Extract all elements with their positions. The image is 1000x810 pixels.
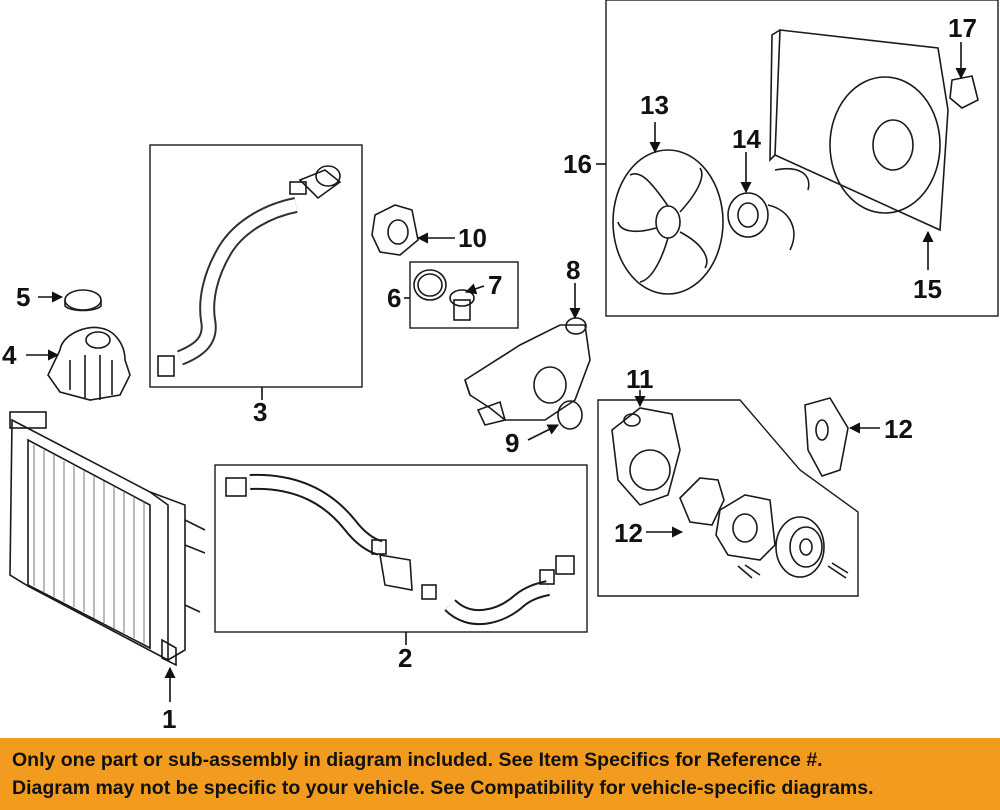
callout-12a: 12 [614,518,643,548]
fan-motor [727,168,810,251]
callout-5: 5 [16,282,30,312]
callout-1: 1 [162,704,176,734]
water-pump-housing [611,407,681,506]
water-pump [715,494,776,561]
lower-radiator-hose [225,473,575,626]
callout-11: 11 [626,364,654,394]
thermostat-housing [464,317,591,426]
reservoir-cap [64,289,102,312]
water-pump-gasket-lower [679,477,725,526]
callout-12b: 12 [884,414,913,444]
callout-3: 3 [253,397,267,427]
fan-assembly-group-box [605,0,999,317]
callout-10: 10 [458,223,487,253]
pump-bolt [737,564,761,579]
thermostat-group-box [409,261,519,329]
upper-hose-group-box [149,144,363,388]
water-pump-group-box [597,399,859,597]
leader-9 [527,424,560,441]
callout-4: 4 [2,340,17,370]
callout-15: 15 [913,274,942,304]
leader-7 [464,283,485,295]
callout-7: 7 [488,270,502,300]
thermostat-housing-cover [371,204,419,256]
radiator [9,411,206,667]
upper-radiator-hose [157,165,342,377]
pulley-bolt [827,562,849,579]
callout-8: 8 [566,255,580,285]
callout-16: 16 [563,149,592,179]
callout-14: 14 [732,124,761,154]
disclaimer-line-1: Only one part or sub-assembly in diagram… [12,749,823,771]
fan-blade [612,149,724,295]
callout-9: 9 [505,428,519,458]
lower-hose-group-box [214,464,588,633]
coolant-reservoir [47,326,131,401]
parts-diagram: 1 2 3 4 5 6 7 8 9 10 11 12 12 13 14 15 1… [2,0,999,734]
callout-17: 17 [948,13,977,43]
disclaimer-banner: Only one part or sub-assembly in diagram… [0,738,1000,810]
callout-2: 2 [398,643,412,673]
water-pump-pulley [775,516,825,578]
thermostat [449,289,475,321]
thermostat-gasket [413,269,447,301]
water-pump-gasket-upper [804,397,849,477]
fan-shroud [769,29,949,232]
o-ring [557,400,583,430]
callout-6: 6 [387,283,401,313]
disclaimer-line-2: Diagram may not be specific to your vehi… [12,777,874,799]
callout-13: 13 [640,90,669,120]
fan-resistor [949,75,979,109]
